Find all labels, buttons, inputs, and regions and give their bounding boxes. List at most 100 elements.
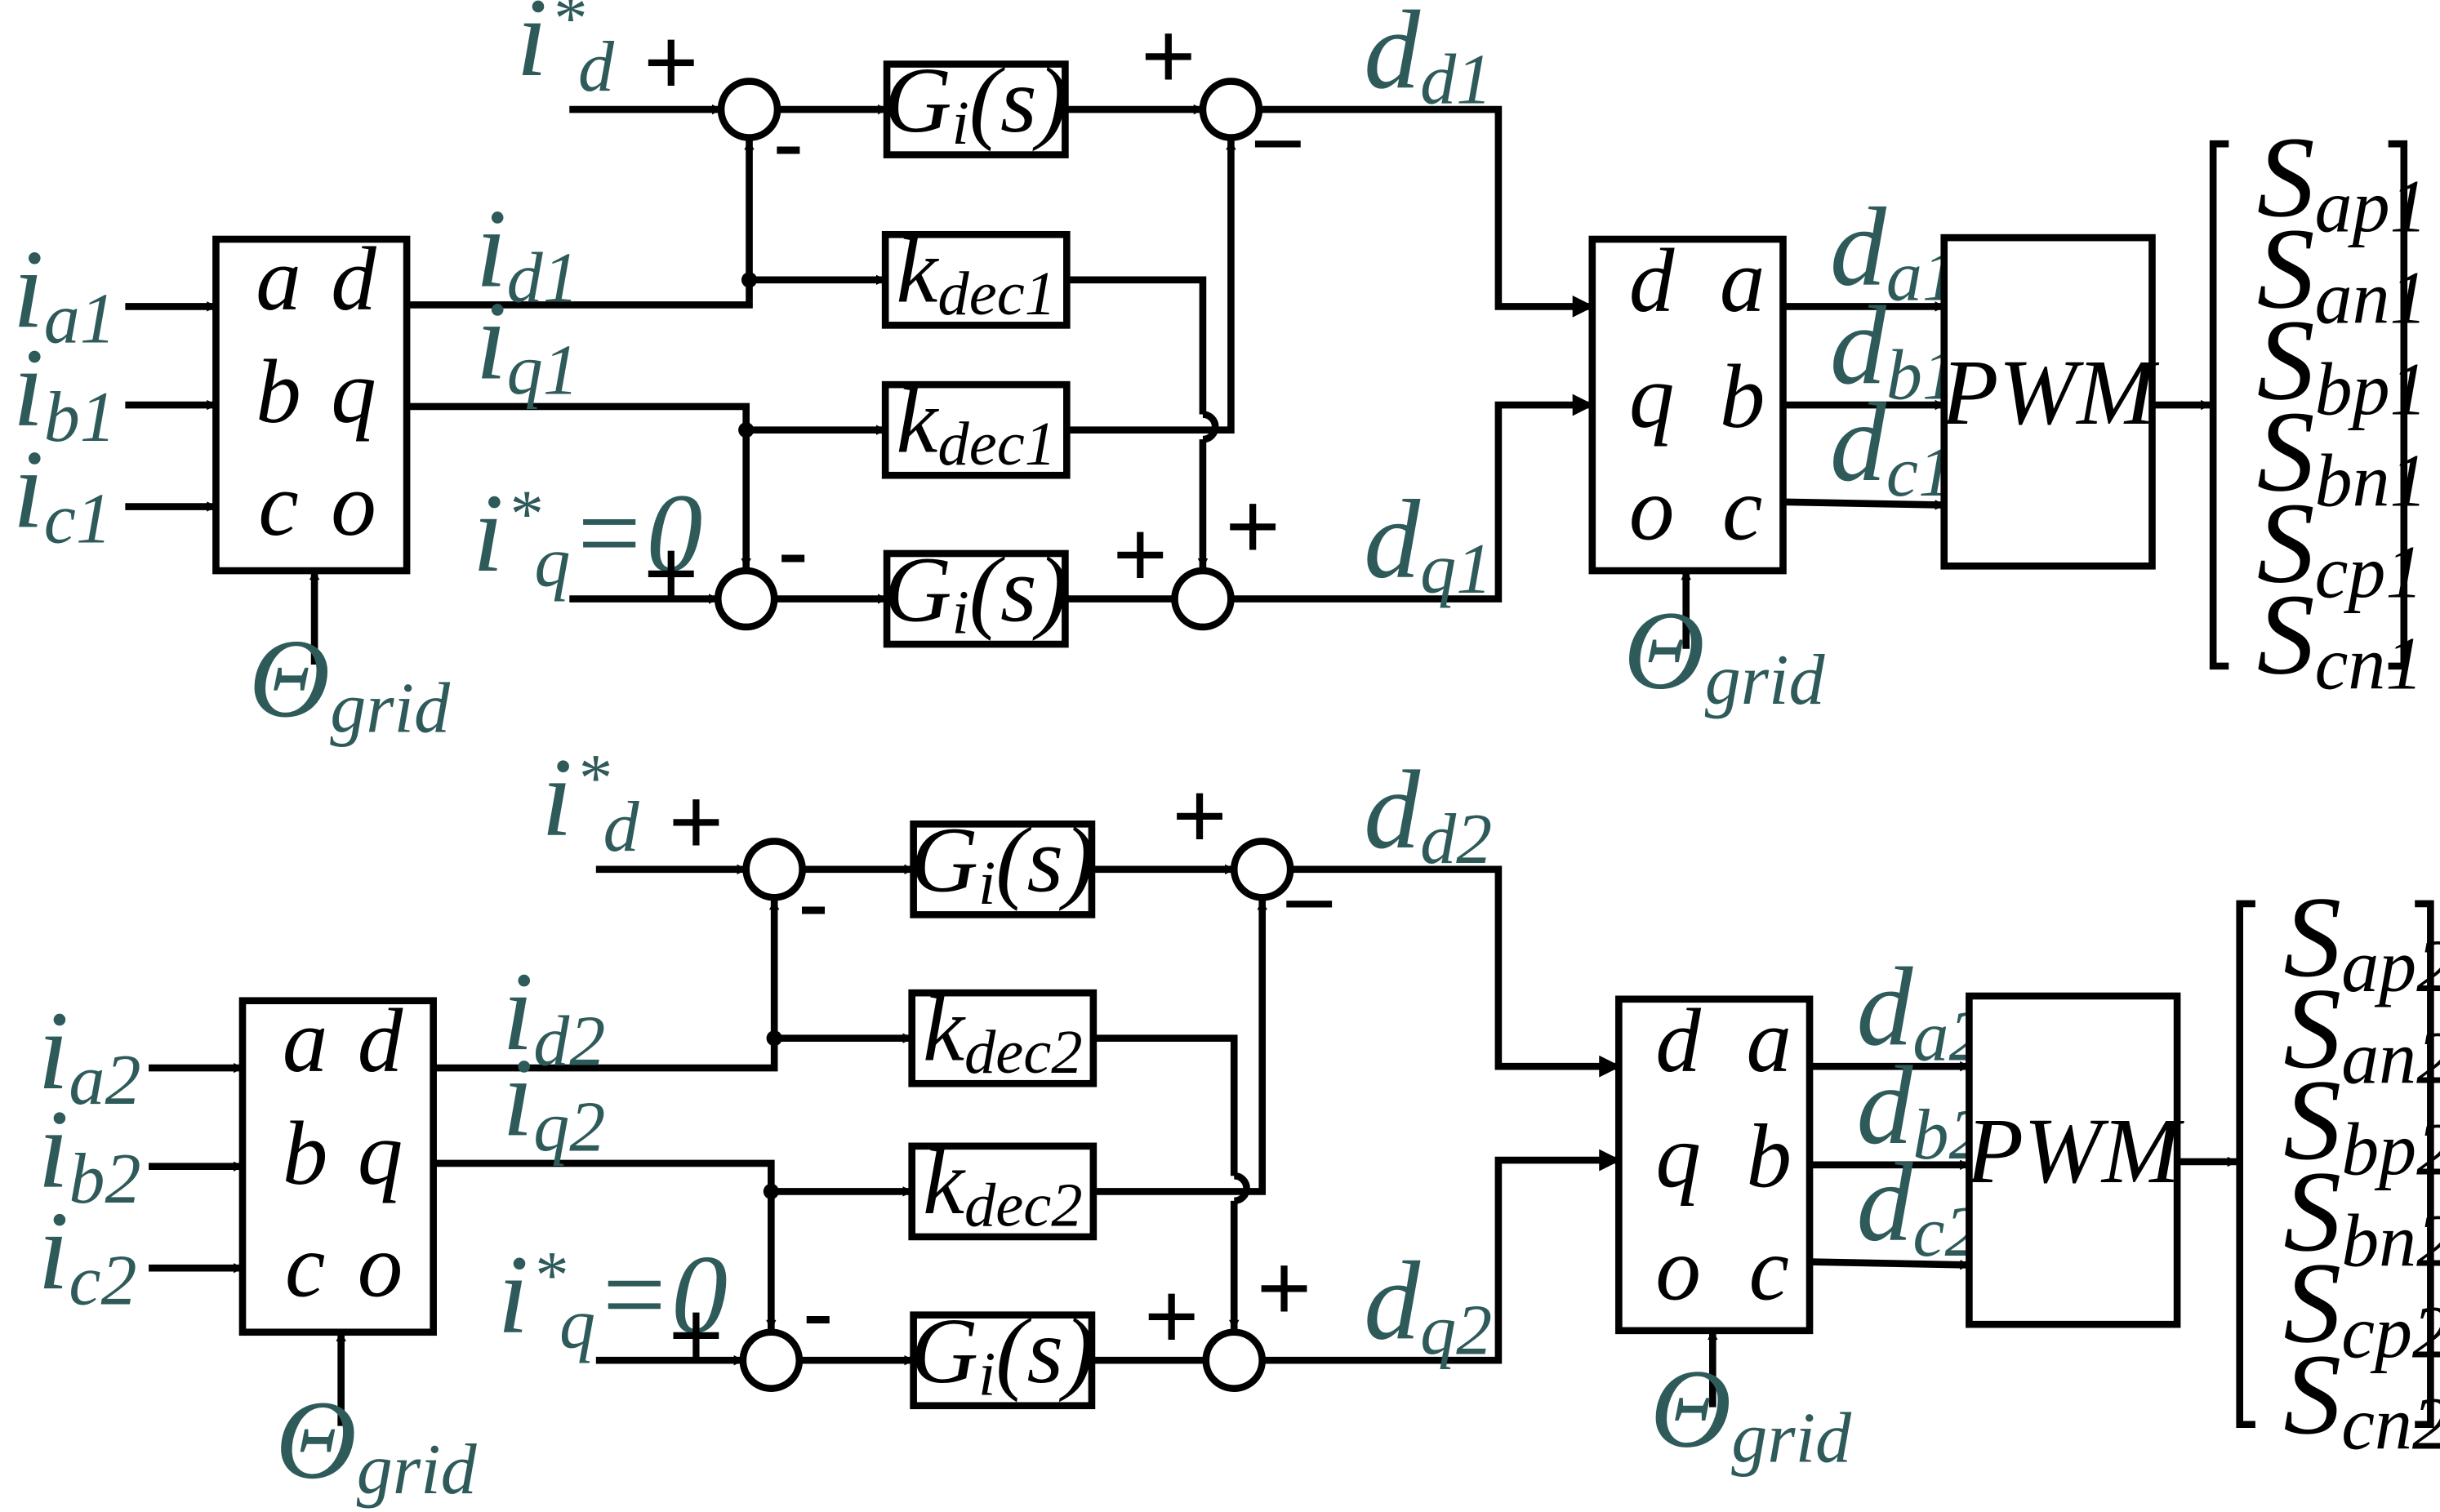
dq-abc-port-b: b [1720,347,1765,447]
switch-signal-cp2: Scp2 [2283,1239,2440,1373]
vector-left-bracket [2209,140,2229,670]
controller-gi-label-q: Gi(s) [911,1299,1095,1408]
abc-to-dq-block [212,235,411,575]
id-measured-label: id2 [502,949,605,1081]
minus-sign-iq: - [777,499,808,603]
q-decoupling-summing-junction [1171,567,1235,631]
id-measured-label: id1 [475,185,578,318]
pwm-label: PWM [1966,1099,2184,1203]
dq-abc-port-q: q [1629,347,1675,447]
dq-abc-port-c: c [1749,1220,1789,1320]
dq-abc-port-d: d [1629,231,1675,331]
iq-measured-label: iq1 [475,278,578,410]
abc-dq-port-a: a [256,229,301,330]
vector-left-bracket [2236,900,2255,1429]
controller-gi-d [910,820,1096,918]
input-current-a2: ia2 [38,988,140,1120]
switch-signal-bp1: Sbp1 [2257,296,2428,430]
dq-abc-port-b: b [1746,1107,1792,1207]
decoupling-block-label-d: kdec1 [896,219,1056,328]
decoupling-block-q [881,380,1071,479]
dq-to-abc-block [1615,995,1814,1335]
switch-signal-cp1: Scp1 [2257,478,2424,613]
kdec-q-to-d-sum [1093,899,1267,1195]
switch-signal-bp2: Sbp2 [2283,1056,2440,1190]
switch-signal-bn2: Sbn2 [2283,1147,2440,1282]
pwm-label: PWM [1940,340,2159,444]
dq-wire [1262,1149,1622,1364]
decoupling-block-q [908,1142,1098,1241]
abc-dq-port-o: o [358,1216,403,1317]
decoupling-block-label-d: kdec2 [923,977,1083,1087]
dq-wire [1231,394,1595,603]
duty-label-b1: db1 [1830,282,1958,415]
controller-gi-d [883,60,1069,158]
d-error-summing-junction [742,838,806,901]
plus-sign-q-pi: + [1113,502,1168,607]
plus-sign-d-pi: + [1173,763,1227,868]
plus-sign-d-ref: + [643,10,698,114]
q-decoupling-summing-junction [1202,1328,1267,1393]
abc-to-dq-block [238,997,437,1336]
plus-sign-d-ref: + [669,770,724,874]
abc-dq-port-c: c [258,455,298,555]
abc-dq-port-d: d [331,229,376,330]
input-current-a1: ia1 [12,226,115,358]
theta-grid-label-1: Θgrid [275,1377,477,1510]
vector-right-bracket [2415,900,2434,1429]
plus-sign-kdec: + [1257,1235,1311,1340]
abc-dq-port-d: d [358,991,403,1092]
vector-right-bracket [2388,140,2408,670]
id-reference-label: i*d [541,735,640,867]
duty-wire-c1 [1783,498,1945,510]
kdec-d-to-q-sum [1066,276,1207,415]
dq-label: dq1 [1364,477,1492,609]
id-reference-label: i*d [516,0,615,107]
dd-wire [1290,865,1622,1078]
iq-reference-label: i*q=0 [473,470,703,603]
iq-wire [433,1159,777,1331]
switch-signal-bn1: Sbn1 [2257,387,2428,522]
dq-abc-port-o: o [1629,460,1675,560]
minus-sign-iq: - [803,1261,834,1365]
dd-label: dd1 [1364,0,1492,119]
duty-label-c1: dc1 [1830,380,1954,512]
dq-abc-port-q: q [1655,1107,1701,1207]
id-junction [766,1030,782,1047]
iq-reference-label: i*q=0 [497,1232,728,1364]
switch-signal-cn1: Scn1 [2257,570,2424,705]
dq-abc-port-d: d [1655,991,1701,1092]
abc-dq-port-a: a [283,991,328,1092]
plus-sign-q-ref: + [643,521,698,625]
abc-dq-port-o: o [331,455,376,555]
iq-wire [407,402,751,569]
plus-sign-d-pi: + [1141,3,1196,108]
dq-abc-port-a: a [1720,231,1765,331]
controller-gi-label-d: Gi(s) [911,808,1095,918]
q-error-summing-junction [714,567,778,631]
abc-dq-port-b: b [256,342,301,442]
theta-grid-label-1: Θgrid [249,616,451,748]
theta-grid-label-2: Θgrid [1650,1346,1852,1479]
abc-dq-port-c: c [285,1216,325,1317]
dq-to-abc-block [1588,235,1787,575]
id-wire [433,899,780,1072]
plus-sign-q-ref: + [669,1283,724,1387]
iq-measured-label: iq2 [502,1034,605,1167]
dd-label: dd2 [1364,747,1492,879]
controller-gi-q [910,1311,1096,1410]
controller-gi-label-q: Gi(s) [884,537,1068,647]
input-current-b2: ib2 [38,1087,140,1219]
dq-abc-port-c: c [1722,460,1762,560]
kdec-d-to-q-sum [1093,1034,1238,1176]
switch-signal-ap1: Sap1 [2257,113,2428,247]
controller-gi-label-d: Gi(s) [884,48,1068,158]
plus-sign-q-pi: + [1144,1264,1199,1368]
switch-signal-an2: San2 [2283,964,2440,1099]
switch-signal-an1: San1 [2257,204,2428,339]
decoupling-block-label-q: kdec2 [923,1130,1083,1239]
plus-sign-kdec: + [1226,474,1280,579]
